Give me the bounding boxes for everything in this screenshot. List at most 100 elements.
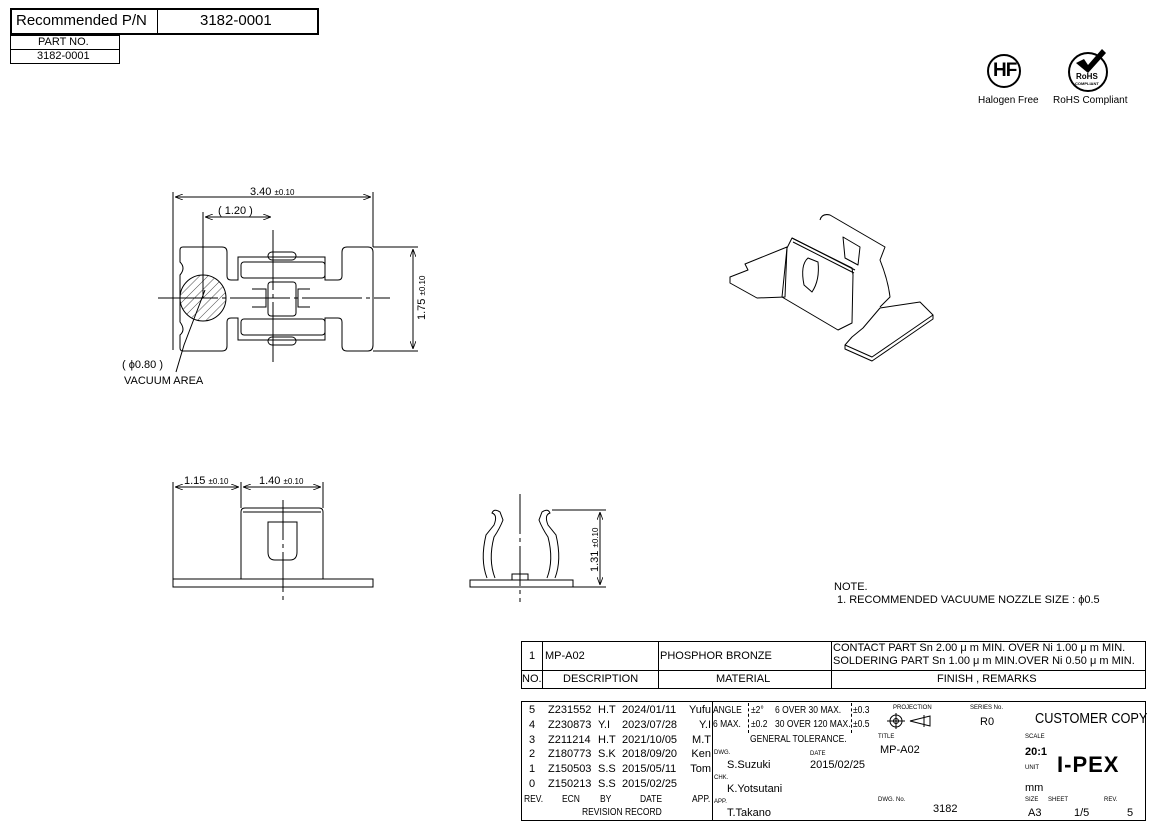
part-no-label: PART NO. [38, 36, 89, 48]
header-material: MATERIAL [716, 673, 771, 685]
rev: 5 [1127, 807, 1134, 819]
revision-ecn: Z230873 [548, 718, 592, 731]
revision-rev: 0 [529, 778, 536, 790]
dim-side-height: 1.31 ±0.10 [589, 527, 601, 572]
sheet-label: SHEET [1048, 797, 1069, 803]
unit: mm [1025, 782, 1044, 794]
series-label: SERIES No. [970, 705, 1004, 711]
revision-by: S.S [598, 763, 616, 776]
header-finish: FINISH , REMARKS [937, 673, 1037, 685]
dim-front-a: 1.15 ±0.10 [184, 475, 229, 487]
dim-width: 3.40 ±0.10 [250, 186, 295, 198]
revision-app: Y.I [698, 718, 711, 731]
revision-ecn: Z211214 [548, 733, 591, 746]
revision-by: Y.I [598, 718, 611, 731]
size: A3 [1028, 807, 1042, 819]
rev-label: REV. [1104, 797, 1118, 803]
revision-app: Ken [691, 748, 711, 761]
unit-label: UNIT [1025, 765, 1039, 771]
divider [542, 641, 543, 689]
revision-by: H.T [598, 733, 616, 746]
tol-caption: GENERAL TOLERANCE. [750, 734, 847, 745]
revision-rev: 1 [529, 763, 536, 776]
divider [851, 703, 852, 733]
ecn-header: ECN [562, 794, 580, 805]
revision-date: 2023/07/28 [622, 718, 678, 731]
dwg-no: 3182 [933, 803, 958, 815]
revision-app: M.T [692, 733, 711, 746]
top-view [158, 192, 418, 373]
approved-by: T.Takano [727, 807, 772, 819]
revision-by: S.S [598, 778, 616, 790]
rohs-symbol: RoHS [1076, 72, 1098, 81]
date-label: DATE [810, 751, 826, 757]
drawing-date: 2015/02/25 [810, 759, 866, 771]
rohs-label: RoHS Compliant [1053, 95, 1128, 106]
row-finish-2: SOLDERING PART Sn 1.00 μ m MIN.OVER Ni 0… [833, 655, 1135, 667]
recommended-pn-box [10, 8, 319, 35]
date-header: DATE [640, 794, 663, 805]
table-border [521, 641, 1146, 689]
title-block [521, 701, 1146, 821]
row-finish-1: CONTACT PART Sn 2.00 μ m MIN. OVER Ni 1.… [833, 642, 1126, 654]
divider [748, 703, 749, 733]
revision-ecn: Z150213 [548, 778, 592, 790]
divider [831, 641, 832, 689]
vacuum-area-label: VACUUM AREA [124, 375, 204, 387]
tol-over30-val: ±0.3 [853, 705, 870, 716]
dim-offset: ( 1.20 ) [218, 205, 253, 217]
app-header: APP. [692, 794, 711, 805]
projection-label: PROJECTION [893, 705, 932, 711]
rev-header: REV. [524, 794, 544, 805]
hf-symbol: HF [993, 60, 1017, 81]
scale-label: SCALE [1025, 734, 1045, 740]
tol-angle: ANGLE [713, 705, 742, 716]
app-label: APP. [714, 799, 727, 805]
dwg-no-label: DWG. No. [878, 797, 906, 803]
header-description: DESCRIPTION [563, 673, 639, 685]
row-no: 1 [529, 650, 536, 662]
ipex-logo: I-PEX [1057, 752, 1120, 777]
divider [521, 670, 1146, 671]
row-material: PHOSPHOR BRONZE [660, 650, 772, 662]
tol-over120-val: ±0.5 [853, 719, 870, 730]
dim-height: 1.75 ±0.10 [416, 275, 428, 320]
revision-rev: 3 [529, 733, 536, 746]
row-description: MP-A02 [545, 650, 585, 662]
revision-date: 2021/10/05 [622, 733, 678, 746]
dim-vacuum-dia: ( ϕ0.80 ) [122, 359, 164, 371]
tol-max6: 6 MAX. [713, 719, 741, 730]
revision-rev: 4 [529, 718, 536, 731]
revision-ecn: Z180773 [548, 748, 592, 761]
tol-max6-val: ±0.2 [751, 719, 768, 730]
scale: 20:1 [1025, 746, 1048, 758]
title-label: TITLE [878, 734, 895, 740]
divider [10, 49, 120, 50]
by-header: BY [600, 794, 612, 805]
revision-date: 2015/05/11 [622, 763, 677, 776]
halogen-free-label: Halogen Free [978, 95, 1039, 106]
series-no: R0 [980, 716, 995, 728]
customer-copy: CUSTOMER COPY [1035, 710, 1148, 727]
revision-date: 2015/02/25 [622, 778, 678, 790]
rohs-icon [1068, 52, 1108, 92]
size-label: SIZE [1025, 797, 1039, 803]
divider [157, 9, 158, 34]
revision-app: Tom [690, 763, 711, 776]
divider [658, 641, 659, 689]
revision-ecn: Z231552 [548, 704, 592, 716]
note-item: 1. RECOMMENDED VACUUME NOZZLE SIZE : ϕ0.… [837, 594, 1100, 606]
revision-date: 2024/01/11 [622, 704, 677, 716]
revision-by: S.K [598, 748, 616, 761]
isometric-view [729, 214, 934, 362]
side-view [469, 494, 606, 602]
projection-icon [887, 713, 931, 729]
chk-label: CHK. [714, 775, 729, 781]
revision-date: 2018/09/20 [622, 748, 678, 761]
checkmark-icon [1076, 49, 1106, 73]
sheet: 1/5 [1074, 807, 1090, 819]
checked-by: K.Yotsutani [727, 783, 783, 795]
tol-angle-val: ±2° [751, 705, 764, 716]
